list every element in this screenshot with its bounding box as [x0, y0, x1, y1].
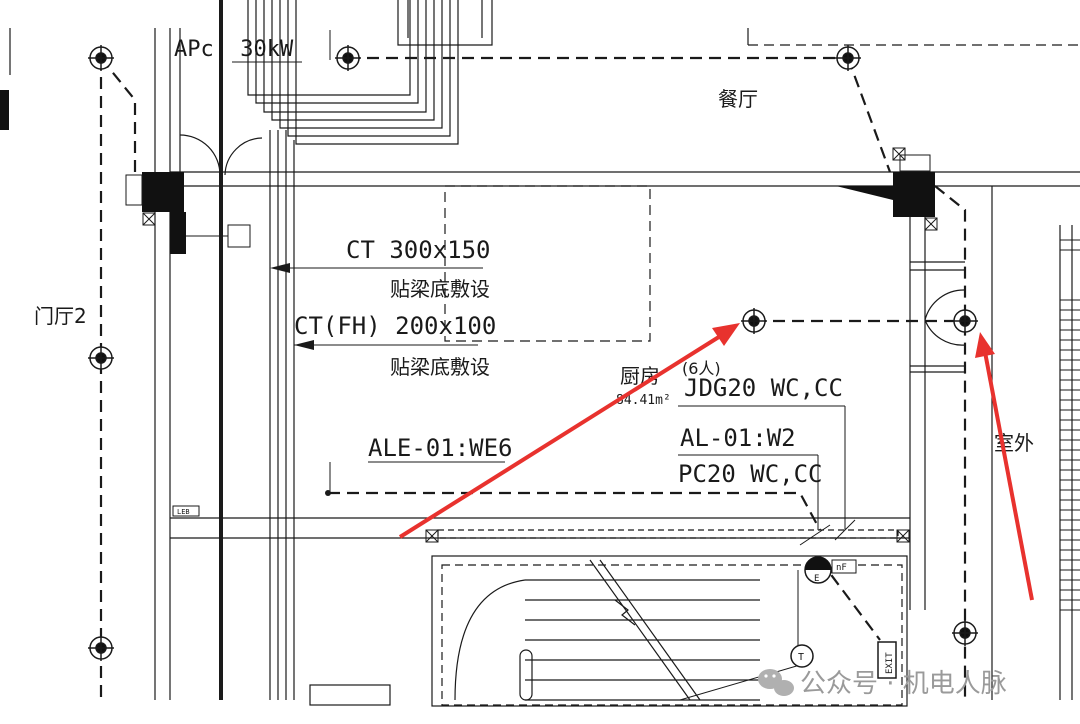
ceiling-light-icon	[952, 620, 978, 646]
conduit-bottom: PC20 WC,CC	[678, 460, 823, 488]
ceiling-light-icon	[88, 345, 114, 371]
leb-box: LEB	[172, 505, 200, 517]
tray-2-note: 贴梁底敷设	[390, 355, 490, 379]
red-arrow-icon	[398, 323, 740, 539]
kitchen-occupancy: (6人)	[682, 359, 721, 378]
ceiling-light-icon	[335, 45, 361, 71]
circuit-lighting: AL-01:W2	[680, 424, 796, 452]
junction-boxes	[142, 147, 938, 543]
kitchen-area: 84.41m²	[616, 393, 671, 408]
annotation-arrows	[398, 323, 1034, 601]
watermark: 公众号 · 机电人脉	[758, 669, 1007, 699]
tray-2-size: CT(FH) 200x100	[294, 312, 496, 340]
red-arrow-icon	[975, 332, 1034, 601]
exit-tag: EXIT	[885, 652, 895, 674]
thermostat-symbol: T	[790, 644, 814, 668]
light-fixtures	[88, 45, 978, 661]
symbol-e-label: E	[814, 574, 819, 584]
ceiling-light-icon	[88, 45, 114, 71]
circuit-emergency: ALE-01:WE6	[368, 434, 513, 462]
columns	[125, 154, 935, 254]
exit-sign-symbol: EXIT	[877, 641, 897, 679]
ceiling-light-icon	[88, 635, 114, 661]
ladder-rungs	[1060, 239, 1080, 611]
leb-tag: LEB	[177, 508, 190, 516]
ceiling-light-icon	[952, 308, 978, 334]
ceiling-light-icon	[741, 308, 767, 334]
tray-pointer-icon	[294, 340, 314, 350]
watermark-text: 公众号 · 机电人脉	[800, 669, 1007, 699]
power-label: APc: 30kW	[174, 37, 294, 62]
conduit-top: JDG20 WC,CC	[684, 374, 843, 402]
tray-pointer-icon	[270, 263, 290, 273]
symbol-t-label: T	[798, 652, 804, 663]
walls	[0, 0, 1080, 707]
tray-1-note: 贴梁底敷设	[390, 277, 490, 301]
wechat-icon	[758, 669, 794, 696]
emergency-light-symbol: E nF	[804, 556, 857, 584]
leader-lines	[232, 30, 856, 701]
ceiling-light-icon	[835, 45, 861, 71]
room-dining: 餐厅	[718, 87, 758, 111]
room-lobby: 门厅2	[34, 304, 87, 328]
tray-1-size: CT 300x150	[346, 236, 491, 264]
wiring	[99, 56, 967, 700]
symbol-nf-label: nF	[836, 563, 847, 573]
